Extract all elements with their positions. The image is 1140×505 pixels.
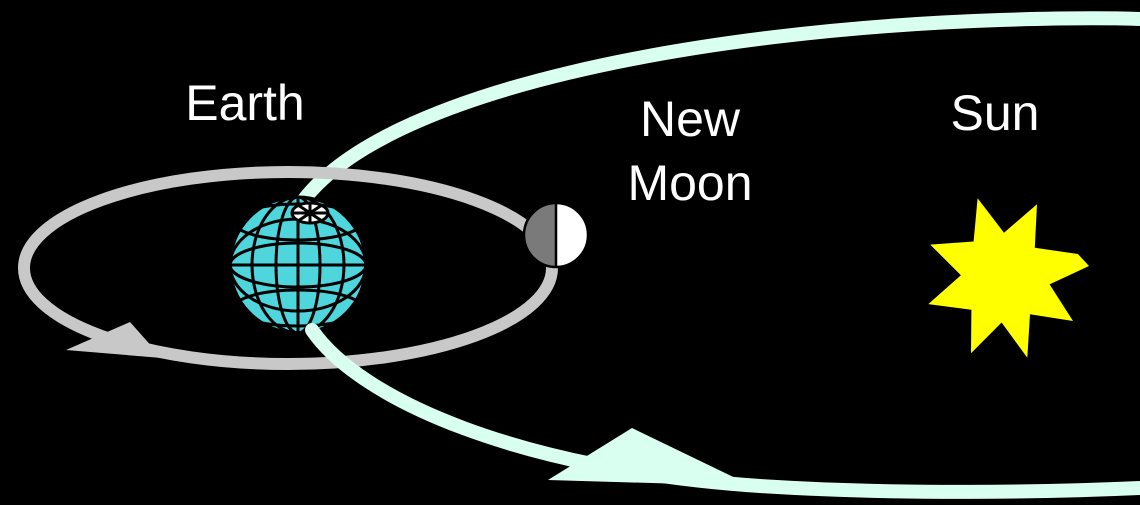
sun-label: Sun — [920, 86, 1070, 140]
earth-label: Earth — [160, 76, 330, 130]
new-moon-label-line2: Moon — [600, 156, 780, 210]
sun-star-icon — [928, 198, 1089, 358]
earth-orbit-path-lower — [312, 330, 1140, 492]
earth-globe-icon — [230, 197, 366, 333]
half-lit-moon-icon — [524, 203, 588, 267]
new-moon-label-line1: New — [610, 92, 770, 146]
